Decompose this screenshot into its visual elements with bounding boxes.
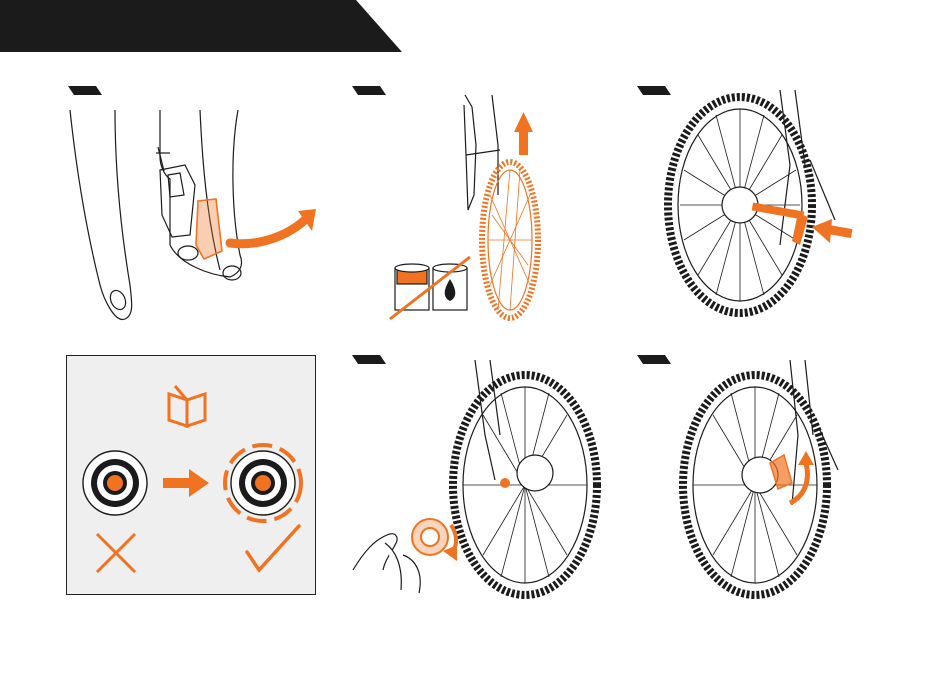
step-2-illustration [380, 85, 550, 325]
correct-check-icon [247, 526, 299, 570]
step-1-tab [68, 86, 102, 95]
incorrect-axle-icon [83, 451, 147, 515]
step-5-illustration [345, 355, 605, 600]
step-6-illustration [670, 355, 850, 600]
header-banner [0, 0, 402, 52]
step-6-tab [637, 355, 671, 364]
step-1-illustration [60, 95, 330, 335]
manual-notice-box [66, 355, 316, 595]
correct-axle-icon [225, 445, 301, 521]
incorrect-cross-icon [97, 534, 135, 572]
manual-book-icon [169, 386, 205, 426]
step-3-illustration [660, 85, 870, 325]
